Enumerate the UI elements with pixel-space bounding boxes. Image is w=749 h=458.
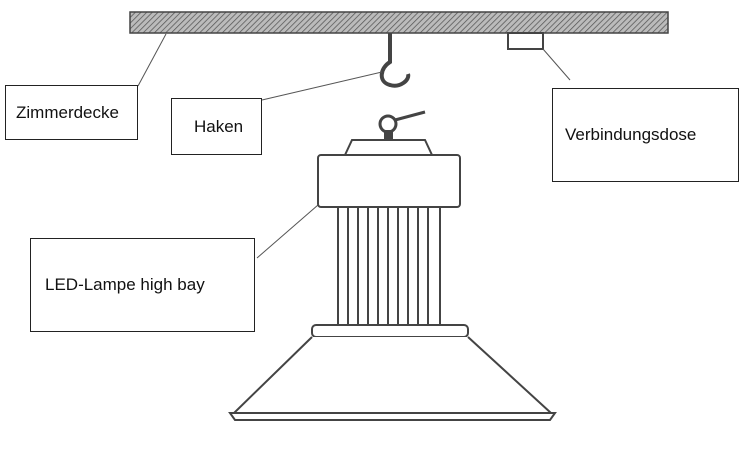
label-ceiling-text: Zimmerdecke [16,102,119,122]
led-high-bay-lamp [228,110,557,421]
ceiling [129,11,669,34]
label-junction-box: Verbindungsdose [552,88,739,182]
label-lamp-text: LED-Lampe high bay [45,275,205,294]
cooling-fins [337,207,441,327]
label-ceiling: Zimmerdecke [5,85,138,140]
label-hook: Haken [171,98,262,155]
leader-lines [137,33,571,259]
hook [379,33,411,88]
label-hook-text: Haken [194,116,244,136]
label-lamp: LED-Lampe high bay [30,238,255,332]
label-junction-box-text: Verbindungsdose [565,125,697,144]
junction-box [507,32,544,50]
